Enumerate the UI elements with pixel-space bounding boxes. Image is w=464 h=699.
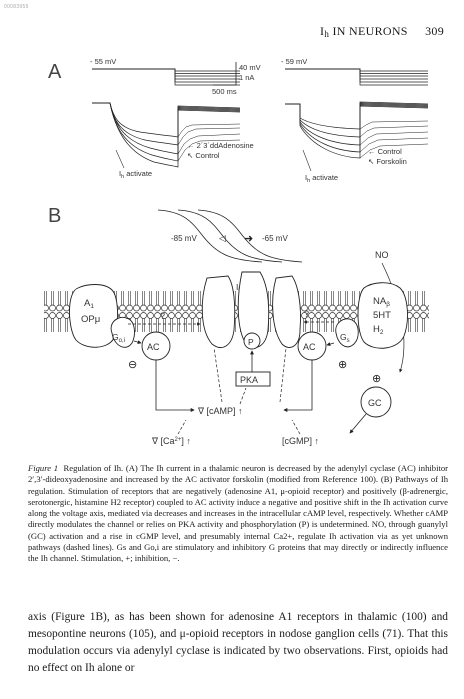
body-text: axis (Figure 1B), as has been shown for … xyxy=(28,611,448,674)
right-ih-pointer xyxy=(302,149,312,172)
scale-na: 1 nA xyxy=(239,73,254,82)
op-label: OPμ xyxy=(81,314,100,325)
ac-left-to-camp xyxy=(155,360,195,412)
go-protein xyxy=(110,316,135,348)
scale-ms: 500 ms xyxy=(212,87,237,96)
camp-dashed-pathways xyxy=(213,347,287,405)
a1-label: A1 xyxy=(84,298,94,310)
page-number: 309 xyxy=(425,24,444,38)
ht-label: 5HT xyxy=(373,310,391,321)
ca-label: ∇ [Ca2+] ↑ xyxy=(151,436,191,446)
ac-right-to-camp xyxy=(283,360,313,412)
go-label: Go,i xyxy=(112,332,125,344)
header-title-rest: IN NEURONS xyxy=(329,24,408,38)
right-curve-label-1: ← Control xyxy=(368,147,402,156)
scale-bar xyxy=(213,62,237,86)
gs-label: Gs xyxy=(340,332,350,344)
plus-sign: ⊕ xyxy=(338,359,347,371)
panel-b-label: B xyxy=(48,205,61,227)
left-curve-label-2: ↖ Control xyxy=(187,151,220,160)
cgmp-label: [cGMP] ↑ xyxy=(282,436,319,446)
gs-to-ac-arrow xyxy=(326,342,335,347)
ca-dashed xyxy=(177,419,187,435)
camp-label: ∇ [cAMP] ↑ xyxy=(197,406,243,416)
right-curve-label-2: ↖ Forskolin xyxy=(368,157,407,166)
header-title: I xyxy=(320,24,325,38)
figure-1: A - 55 mV 40 mV 1 nA 500 ms ← 2´3´ddAden… xyxy=(44,57,429,446)
panel-a-left-traces xyxy=(92,68,241,168)
receptor-na-5ht-h2 xyxy=(357,282,408,349)
gc-plus: ⊕ xyxy=(372,373,381,385)
phosphorylation-site xyxy=(243,332,261,350)
ac-right-label: AC xyxy=(303,342,316,352)
left-ih-label: Ih activate xyxy=(119,169,152,180)
gc-circle xyxy=(360,386,392,418)
cgmp-dashed xyxy=(291,419,301,435)
left-question: ? xyxy=(160,311,165,321)
figure-caption: Figure 1 Regulation of Ih. (A) The Ih cu… xyxy=(28,463,448,565)
caption-label: Figure 1 xyxy=(28,463,59,473)
pka-label: PKA xyxy=(240,375,258,385)
gc-label: GC xyxy=(368,398,382,408)
caption-text: Regulation of Ih. (A) The Ih current in … xyxy=(28,463,449,564)
right-voltage-label: - 59 mV xyxy=(281,57,307,66)
ih-channel xyxy=(201,271,301,348)
gc-to-cgmp xyxy=(349,413,367,434)
h2-label: H2 xyxy=(373,324,384,336)
running-header: Ih IN NEURONS 309 xyxy=(320,24,444,39)
left-shift-arrow: ◁ xyxy=(219,233,226,243)
left-voltage-label: - 55 mV xyxy=(90,57,116,66)
go-to-ac-arrow xyxy=(133,340,142,345)
right-question: ? xyxy=(304,309,309,319)
body-paragraph: axis (Figure 1B), as has been shown for … xyxy=(28,609,448,677)
panel-a-label: A xyxy=(48,61,62,83)
gs-protein xyxy=(335,318,359,348)
voltage-left: -85 mV xyxy=(171,234,197,243)
na-label: NAβ xyxy=(373,296,390,308)
document-stamp: 00083955 xyxy=(4,4,29,10)
activation-curves xyxy=(157,209,303,263)
left-curve-label-1: ← 2´3´ddAdenosine xyxy=(187,141,254,150)
left-ih-pointer xyxy=(115,149,125,169)
pka-box xyxy=(235,371,271,387)
minus-sign: ⊖ xyxy=(128,359,137,371)
scale-mv: 40 mV xyxy=(239,63,261,72)
p-label: P xyxy=(248,337,254,347)
panel-a-right-traces xyxy=(285,68,429,159)
header-title-sub: h xyxy=(324,29,330,39)
no-label: NO xyxy=(375,250,389,260)
right-ih-label: Ih activate xyxy=(305,173,338,184)
right-shift-arrow: ➜ xyxy=(244,233,253,245)
voltage-right: -65 mV xyxy=(262,234,288,243)
ac-left-label: AC xyxy=(147,342,160,352)
